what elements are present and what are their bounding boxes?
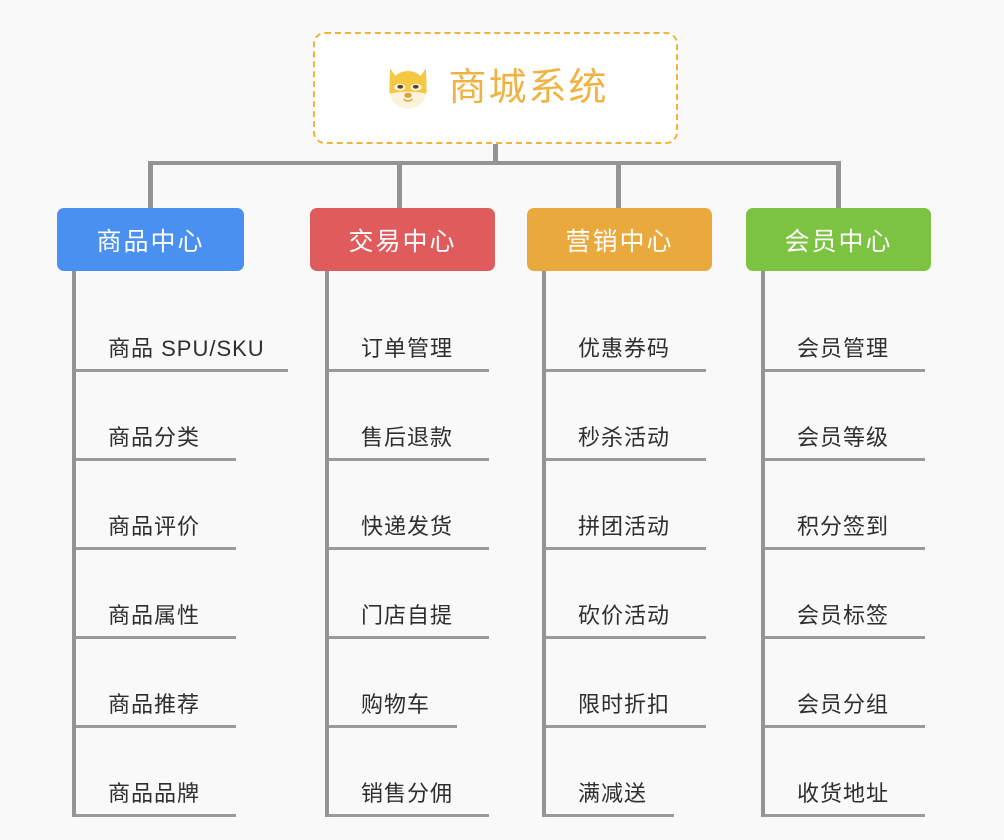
branch-header-2[interactable]: 交易中心	[310, 208, 495, 271]
list-item[interactable]: 限时折扣	[546, 639, 752, 728]
branch-header-label: 营销中心	[565, 227, 674, 256]
branch-child-list-4: 会员管理 会员等级 积分签到 会员标签 会员分组 收货地址	[761, 271, 976, 817]
branch-column-3: 营销中心 优惠券码 秒杀活动 拼团活动 砍价活动 限时折扣 满减送	[527, 208, 752, 817]
connector-drop-2	[397, 161, 402, 209]
list-item-label: 商品属性	[108, 602, 201, 628]
branch-header-3[interactable]: 营销中心	[527, 208, 712, 271]
list-item[interactable]: 快递发货	[329, 461, 540, 550]
list-item-label: 商品品牌	[108, 780, 201, 806]
list-item-label: 会员管理	[797, 335, 890, 361]
list-item-label: 拼团活动	[578, 513, 671, 539]
branch-child-list-2: 订单管理 售后退款 快递发货 门店自提 购物车 销售分佣	[325, 271, 540, 817]
list-item-label: 优惠券码	[578, 335, 671, 361]
list-item-label: 售后退款	[361, 424, 454, 450]
connector-stem	[493, 144, 498, 164]
list-item[interactable]: 会员管理	[765, 283, 976, 372]
connector-drop-4	[836, 161, 841, 209]
branch-header-4[interactable]: 会员中心	[746, 208, 931, 271]
list-item[interactable]: 订单管理	[329, 283, 540, 372]
list-item[interactable]: 满减送	[546, 728, 752, 817]
root-title: 商城系统	[448, 67, 609, 109]
connector-bus	[148, 161, 840, 165]
list-item[interactable]: 商品属性	[76, 550, 307, 639]
list-item[interactable]: 积分签到	[765, 461, 976, 550]
branch-column-1: 商品中心 商品 SPU/SKU 商品分类 商品评价 商品属性 商品推荐 商品品牌	[57, 208, 307, 817]
list-item[interactable]: 砍价活动	[546, 550, 752, 639]
branch-header-1[interactable]: 商品中心	[57, 208, 244, 271]
list-item[interactable]: 拼团活动	[546, 461, 752, 550]
list-item[interactable]: 商品分类	[76, 372, 307, 461]
list-item[interactable]: 商品评价	[76, 461, 307, 550]
shiba-dog-icon	[382, 62, 434, 114]
list-item[interactable]: 会员分组	[765, 639, 976, 728]
list-item-label: 销售分佣	[361, 780, 454, 806]
branch-child-list-1: 商品 SPU/SKU 商品分类 商品评价 商品属性 商品推荐 商品品牌	[72, 271, 307, 817]
list-item[interactable]: 销售分佣	[329, 728, 540, 817]
list-item-label: 门店自提	[361, 602, 454, 628]
connector-drop-3	[616, 161, 621, 209]
list-item-label: 商品推荐	[108, 691, 201, 717]
list-item[interactable]: 售后退款	[329, 372, 540, 461]
list-item-label: 秒杀活动	[578, 424, 671, 450]
branch-header-label: 交易中心	[348, 227, 457, 256]
list-item[interactable]: 会员等级	[765, 372, 976, 461]
branch-header-label: 商品中心	[96, 227, 205, 256]
list-item-label: 限时折扣	[578, 691, 671, 717]
list-item-label: 满减送	[578, 780, 648, 806]
branch-column-2: 交易中心 订单管理 售后退款 快递发货 门店自提 购物车 销售分佣	[310, 208, 540, 817]
list-item-label: 会员标签	[797, 602, 890, 628]
branch-child-list-3: 优惠券码 秒杀活动 拼团活动 砍价活动 限时折扣 满减送	[542, 271, 752, 817]
list-item-label: 订单管理	[361, 335, 454, 361]
list-item[interactable]: 收货地址	[765, 728, 976, 817]
list-item-label: 商品分类	[108, 424, 201, 450]
list-item[interactable]: 会员标签	[765, 550, 976, 639]
list-item[interactable]: 秒杀活动	[546, 372, 752, 461]
list-item-label: 购物车	[361, 691, 431, 717]
list-item[interactable]: 商品推荐	[76, 639, 307, 728]
list-item-label: 会员分组	[797, 691, 890, 717]
list-item-label: 快递发货	[361, 513, 454, 539]
branch-column-4: 会员中心 会员管理 会员等级 积分签到 会员标签 会员分组 收货地址	[746, 208, 976, 817]
list-item[interactable]: 商品 SPU/SKU	[76, 283, 307, 372]
list-item-label: 商品 SPU/SKU	[108, 335, 265, 361]
list-item[interactable]: 购物车	[329, 639, 540, 728]
list-item[interactable]: 优惠券码	[546, 283, 752, 372]
list-item-label: 收货地址	[797, 780, 890, 806]
list-item-label: 积分签到	[797, 513, 890, 539]
list-item-label: 商品评价	[108, 513, 201, 539]
branch-header-label: 会员中心	[784, 227, 893, 256]
list-item-label: 会员等级	[797, 424, 890, 450]
list-item[interactable]: 商品品牌	[76, 728, 307, 817]
connector-drop-1	[148, 161, 153, 209]
list-item-label: 砍价活动	[578, 602, 671, 628]
list-item[interactable]: 门店自提	[329, 550, 540, 639]
root-node[interactable]: 商城系统	[313, 32, 678, 144]
